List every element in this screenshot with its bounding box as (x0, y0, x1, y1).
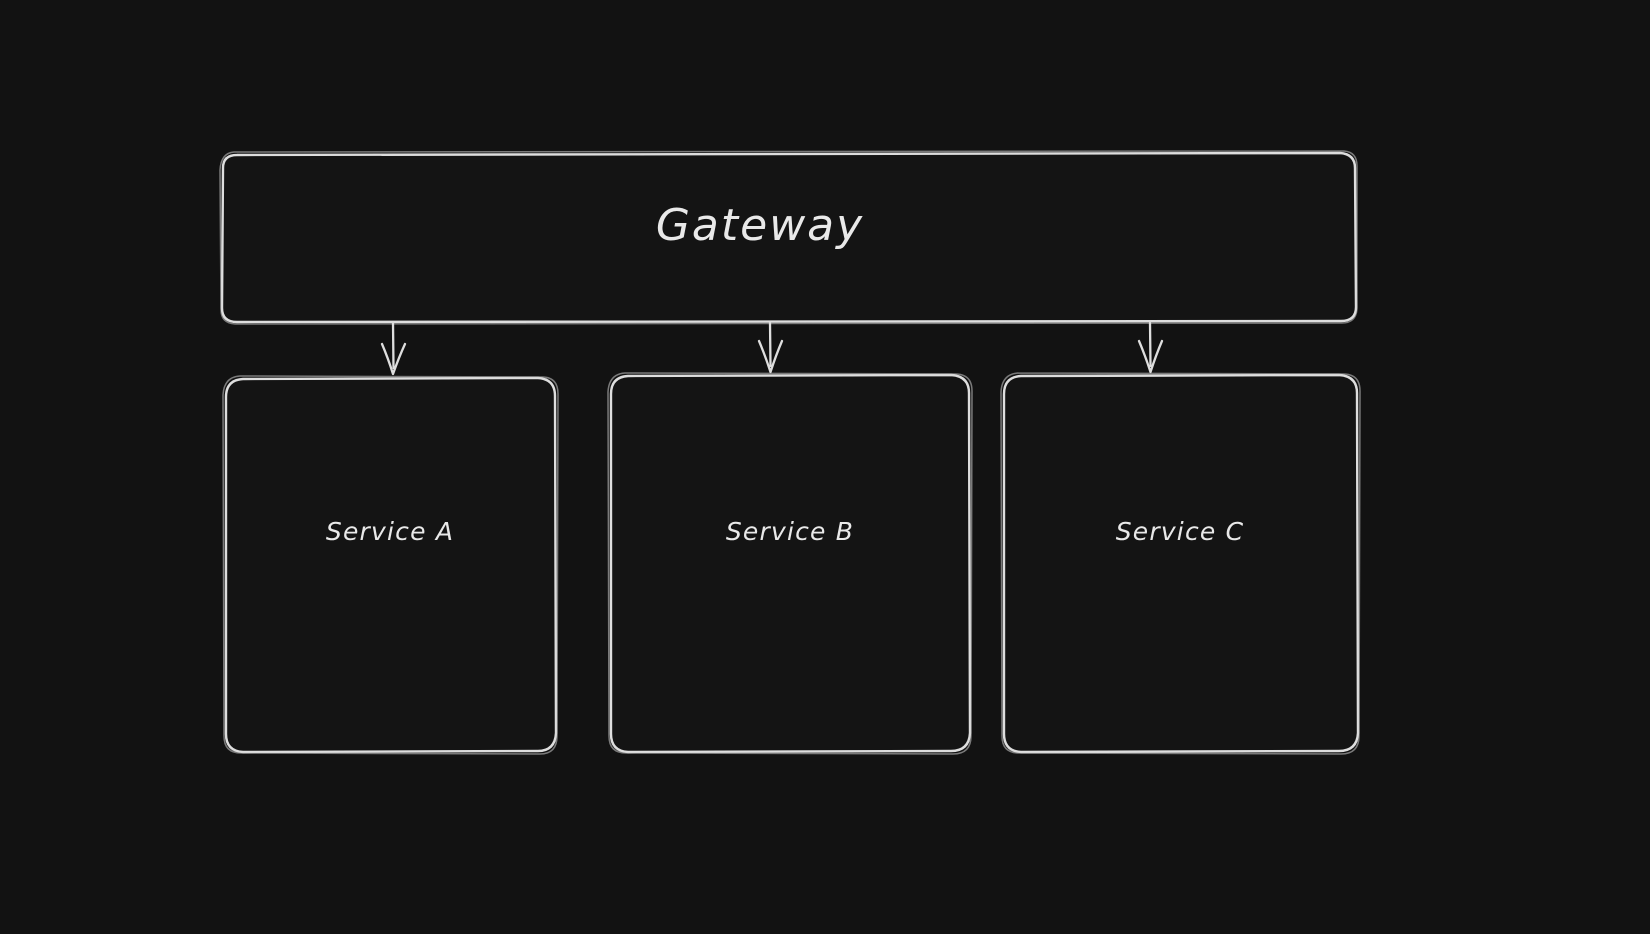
node-service-a[interactable]: Service A (222, 375, 559, 755)
gateway-label: Gateway (656, 200, 864, 251)
edge-gateway-to-service-a[interactable] (380, 321, 407, 376)
edge-c-line (1148, 321, 1152, 368)
gateway-border-sketch (219, 150, 1358, 325)
service-a-label: Service A (326, 517, 454, 546)
edge-b-arrowhead (757, 339, 784, 374)
edge-a-line (391, 321, 395, 370)
node-gateway[interactable]: Gateway (219, 150, 1358, 325)
edge-c-arrowhead (1137, 339, 1164, 374)
node-service-b[interactable]: Service B (607, 372, 973, 755)
service-c-label: Service C (1116, 517, 1245, 546)
service-a-border-sketch (222, 375, 559, 755)
service-b-fill (610, 375, 970, 752)
node-service-c[interactable]: Service C (1000, 372, 1361, 755)
service-b-border-sketch (607, 372, 973, 755)
service-b-label: Service B (726, 517, 854, 546)
gateway-fill (222, 153, 1356, 322)
gateway-border (220, 151, 1358, 324)
service-c-border (1002, 373, 1360, 754)
edge-b-line (768, 321, 772, 368)
service-c-fill (1003, 375, 1358, 752)
service-c-border-sketch (1000, 372, 1361, 755)
service-b-border (609, 373, 972, 754)
edge-gateway-to-service-c[interactable] (1137, 321, 1164, 374)
edge-gateway-to-service-b[interactable] (757, 321, 784, 374)
service-a-fill (225, 378, 556, 752)
service-a-border (224, 376, 558, 754)
edge-a-arrowhead (380, 342, 407, 376)
